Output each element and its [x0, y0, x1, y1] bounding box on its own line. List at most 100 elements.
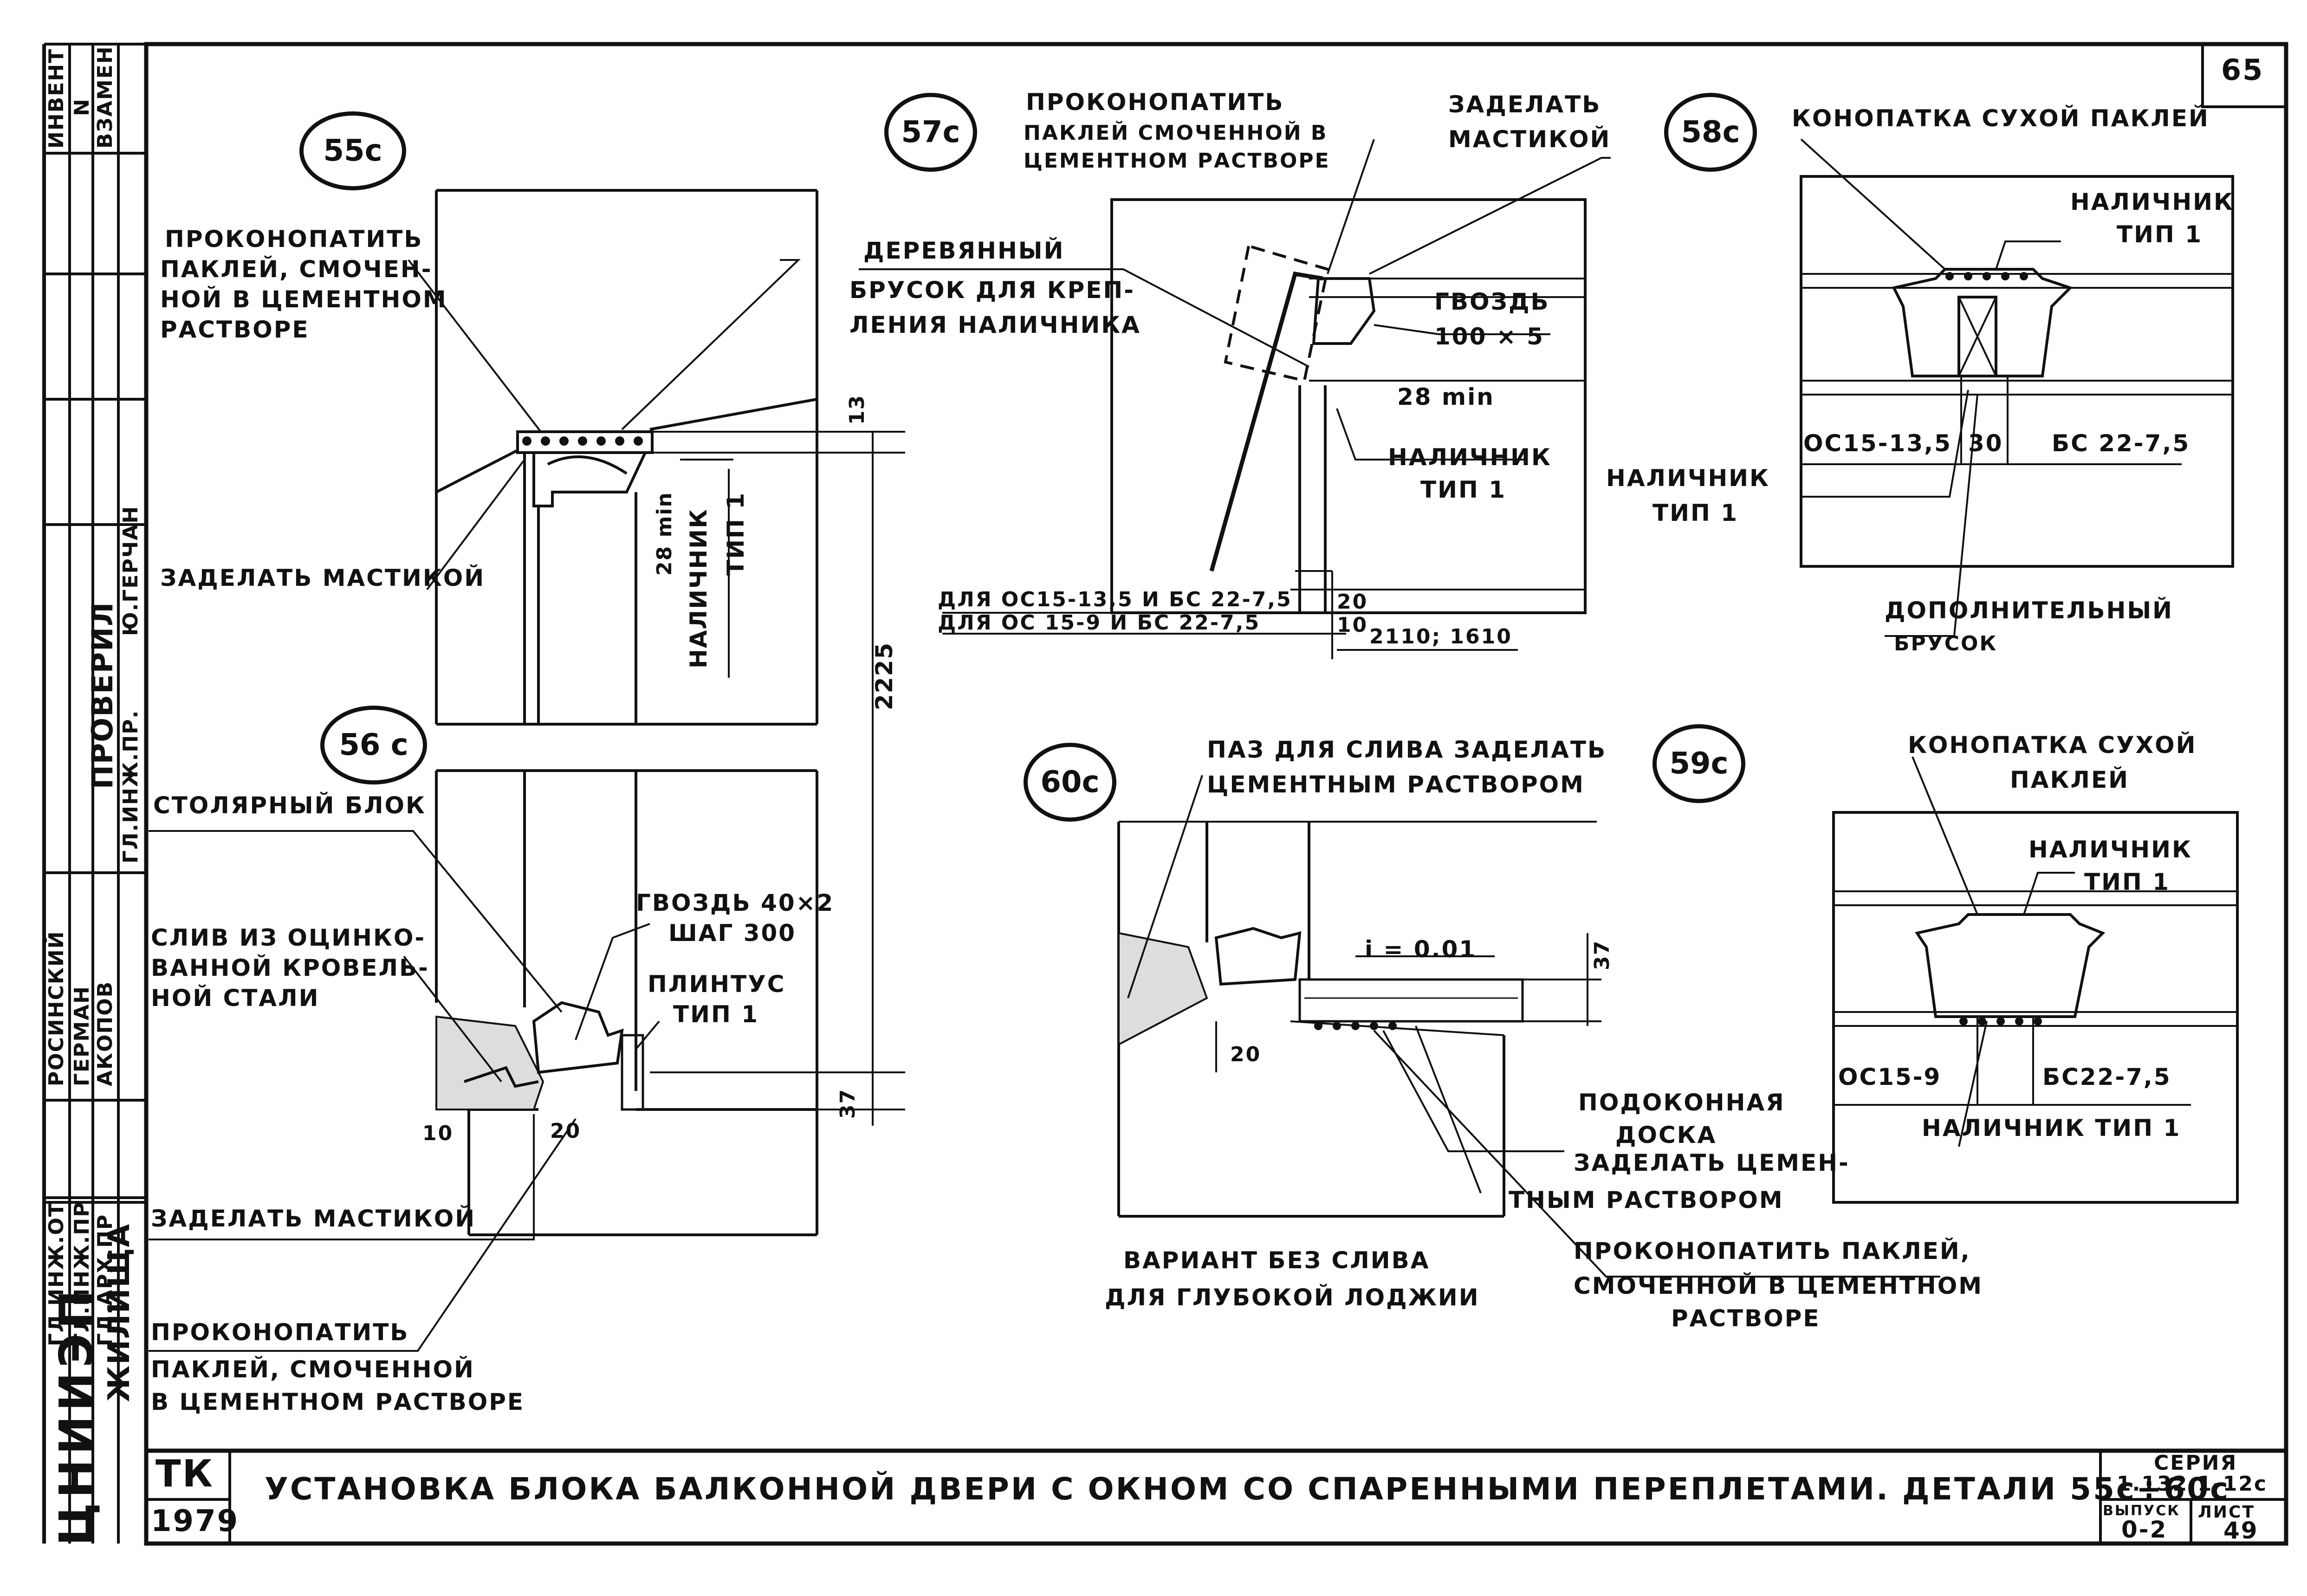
d56-dim-20: 20	[550, 1119, 582, 1143]
d57-row-1: ДЛЯ ОС15-13,5 И БС 22-7,5	[938, 588, 1292, 611]
d57-caulk-1: ПРОКОНОПАТИТЬ	[1026, 89, 1284, 116]
sheet-label: ЛИСТ	[2198, 1503, 2255, 1522]
d55-dim-2225: 2225	[871, 642, 898, 710]
title-tk: ТК	[156, 1452, 214, 1495]
org-logo: ЦНИИЭП	[49, 1285, 104, 1546]
d56-caulk-1: ПРОКОНОПАТИТЬ	[151, 1319, 409, 1346]
d58-trim-left-1: НАЛИЧНИК	[1606, 465, 1770, 492]
d60-variant-1: ВАРИАНТ БЕЗ СЛИВА	[1123, 1247, 1430, 1274]
d55-trim-2: ТИП 1	[722, 492, 749, 576]
d56-dim-37: 37	[836, 1088, 860, 1119]
page-number: 65	[2221, 53, 2264, 87]
d60-sill-1: ПОДОКОННАЯ	[1578, 1089, 1785, 1116]
d57-bar-2: БРУСОК ДЛЯ КРЕП-	[849, 277, 1135, 304]
d56-mastic-note: ЗАДЕЛАТЬ МАСТИКОЙ	[151, 1205, 476, 1232]
d59-note-1: КОНОПАТКА СУХОЙ	[1908, 732, 2197, 759]
sheet-value: 49	[2223, 1517, 2259, 1544]
d57-mastic-2: МАСТИКОЙ	[1448, 126, 1611, 153]
detail-tag-57c: 57с	[884, 93, 977, 172]
detail-tag-59c: 59с	[1652, 724, 1745, 803]
detail-tag-55c: 55с	[299, 111, 406, 190]
d58-bs: БС 22-7,5	[2052, 430, 2190, 457]
series-label: СЕРИЯ	[2154, 1451, 2238, 1475]
title-year: 1979	[151, 1504, 240, 1538]
d57-bar-3: ЛЕНИЯ НАЛИЧНИКА	[849, 311, 1141, 338]
d56-drain-2: ВАННОЙ КРОВЕЛЬ-	[151, 954, 429, 981]
d56-dim-10: 10	[422, 1122, 454, 1145]
org-name: ЖИЛИЩА	[102, 1223, 136, 1402]
d57-trim-1: НАЛИЧНИК	[1388, 444, 1552, 471]
d57-nail-1: ГВОЗДЬ	[1434, 288, 1550, 315]
d56-plinth-2: ТИП 1	[673, 1001, 759, 1028]
d57-mastic-1: ЗАДЕЛАТЬ	[1448, 91, 1601, 118]
d59-trim-bottom: НАЛИЧНИК ТИП 1	[1922, 1115, 2181, 1142]
d58-note: КОНОПАТКА СУХОЙ ПАКЛЕЙ	[1792, 105, 2210, 132]
d60-slope: i = 0.01	[1365, 936, 1477, 963]
d56-drain-3: НОЙ СТАЛИ	[151, 985, 320, 1012]
d59-bs: БС22-7,5	[2042, 1064, 2171, 1090]
d57-dim-28: 28 min	[1397, 383, 1495, 410]
replacement-label: ВЗАМЕН	[93, 45, 117, 149]
d56-caulk-3: В ЦЕМЕНТНОМ РАСТВОРЕ	[151, 1388, 525, 1415]
d56-plinth-1: ПЛИНТУС	[648, 971, 786, 998]
d58-extra-bar-1: ДОПОЛНИТЕЛЬНЫЙ	[1885, 597, 2174, 624]
d57-row-2: ДЛЯ ОС 15-9 И БС 22-7,5	[938, 611, 1261, 635]
d60-variant-2: ДЛЯ ГЛУБОКОЙ ЛОДЖИИ	[1105, 1284, 1480, 1311]
d55-trim-1: НАЛИЧНИК	[685, 508, 712, 668]
d60-dim-37: 37	[1590, 940, 1614, 970]
d57-dim-20: 20	[1337, 590, 1368, 614]
d58-trim-top-1: НАЛИЧНИК	[2070, 188, 2234, 215]
d58-os: ОС15-13,5	[1803, 430, 1952, 457]
d60-dim-20: 20	[1230, 1043, 1262, 1066]
d60-groove-1: ПАЗ ДЛЯ СЛИВА ЗАДЕЛАТЬ	[1207, 736, 1607, 763]
d60-caulk-3: РАСТВОРЕ	[1671, 1305, 1821, 1332]
d59-trim-top-2: ТИП 1	[2084, 869, 2170, 895]
d56-caulk-2: ПАКЛЕЙ, СМОЧЕННОЙ	[151, 1356, 475, 1383]
d57-dim-2110: 2110; 1610	[1369, 625, 1512, 649]
d58-extra-bar-2: БРУСОК	[1894, 632, 1998, 655]
signer-name-2: РОСИНСКИЙ	[45, 930, 68, 1087]
d57-trim-2: ТИП 1	[1420, 476, 1506, 503]
d57-dim-10: 10	[1337, 613, 1368, 637]
d56-nail-2: ШАГ 300	[668, 920, 797, 947]
d55-mastic-note: ЗАДЕЛАТЬ МАСТИКОЙ	[160, 564, 486, 591]
d59-os: ОС15-9	[1838, 1064, 1942, 1090]
detail-tag-56c: 56 с	[320, 706, 427, 785]
d58-trim-top-2: ТИП 1	[2117, 221, 2203, 248]
d55-dim-28: 28 min	[653, 492, 676, 576]
d55-caulk-2: ПАКЛЕЙ, СМОЧЕН-	[160, 256, 433, 283]
signer-name-4: АКОПОВ	[93, 980, 117, 1086]
inventory-label: ИНВЕНТ	[45, 48, 68, 149]
number-label: N	[70, 98, 94, 116]
d55-dim-13: 13	[845, 394, 869, 425]
d55-caulk-1: ПРОКОНОПАТИТЬ	[165, 226, 423, 253]
d55-caulk-4: РАСТВОРЕ	[160, 316, 310, 343]
signer-name-3: ГЕРМАН	[70, 985, 94, 1086]
d56-nail-1: ГВОЗДЬ 40×2	[636, 889, 835, 916]
d60-sill-2: ДОСКА	[1615, 1122, 1717, 1148]
detail-tag-58c: 58с	[1664, 93, 1757, 172]
d60-caulk-2: СМОЧЕННОЙ В ЦЕМЕНТНОМ	[1574, 1272, 1983, 1299]
d57-nail-2: 100 × 5	[1434, 323, 1544, 350]
d60-groove-2: ЦЕМЕНТНЫМ РАСТВОРОМ	[1207, 771, 1585, 798]
d60-caulk-1: ПРОКОНОПАТИТЬ ПАКЛЕЙ,	[1574, 1238, 1971, 1265]
d56-drain-1: СЛИВ ИЗ ОЦИНКО-	[151, 924, 426, 951]
d58-trim-left-2: ТИП 1	[1652, 500, 1738, 526]
issue-value: 0-2	[2121, 1516, 2168, 1543]
d60-cement-1: ЗАДЕЛАТЬ ЦЕМЕН-	[1574, 1149, 1850, 1176]
d57-caulk-2: ПАКЛЕЙ СМОЧЕННОЙ В	[1024, 121, 1328, 145]
title-text: УСТАНОВКА БЛОКА БАЛКОННОЙ ДВЕРИ С ОКНОМ …	[265, 1471, 2230, 1507]
checked-label: ПРОВЕРИЛ	[85, 601, 119, 789]
d58-dim-30: 30	[1968, 430, 2003, 457]
d55-caulk-3: НОЙ В ЦЕМЕНТНОМ	[160, 286, 447, 313]
role-1: ГЛ.ИНЖ.ПР.	[119, 709, 143, 863]
d57-caulk-3: ЦЕМЕНТНОМ РАСТВОРЕ	[1024, 149, 1330, 173]
detail-tag-60c: 60с	[1024, 743, 1116, 822]
signer-name-1: Ю.ГЕРЧАН	[119, 505, 143, 636]
d57-bar-1: ДЕРЕВЯННЫЙ	[863, 237, 1065, 264]
d59-trim-top-1: НАЛИЧНИК	[2028, 836, 2192, 863]
d60-cement-2: ТНЫМ РАСТВОРОМ	[1509, 1187, 1784, 1213]
d59-note-2: ПАКЛЕЙ	[2010, 766, 2129, 793]
